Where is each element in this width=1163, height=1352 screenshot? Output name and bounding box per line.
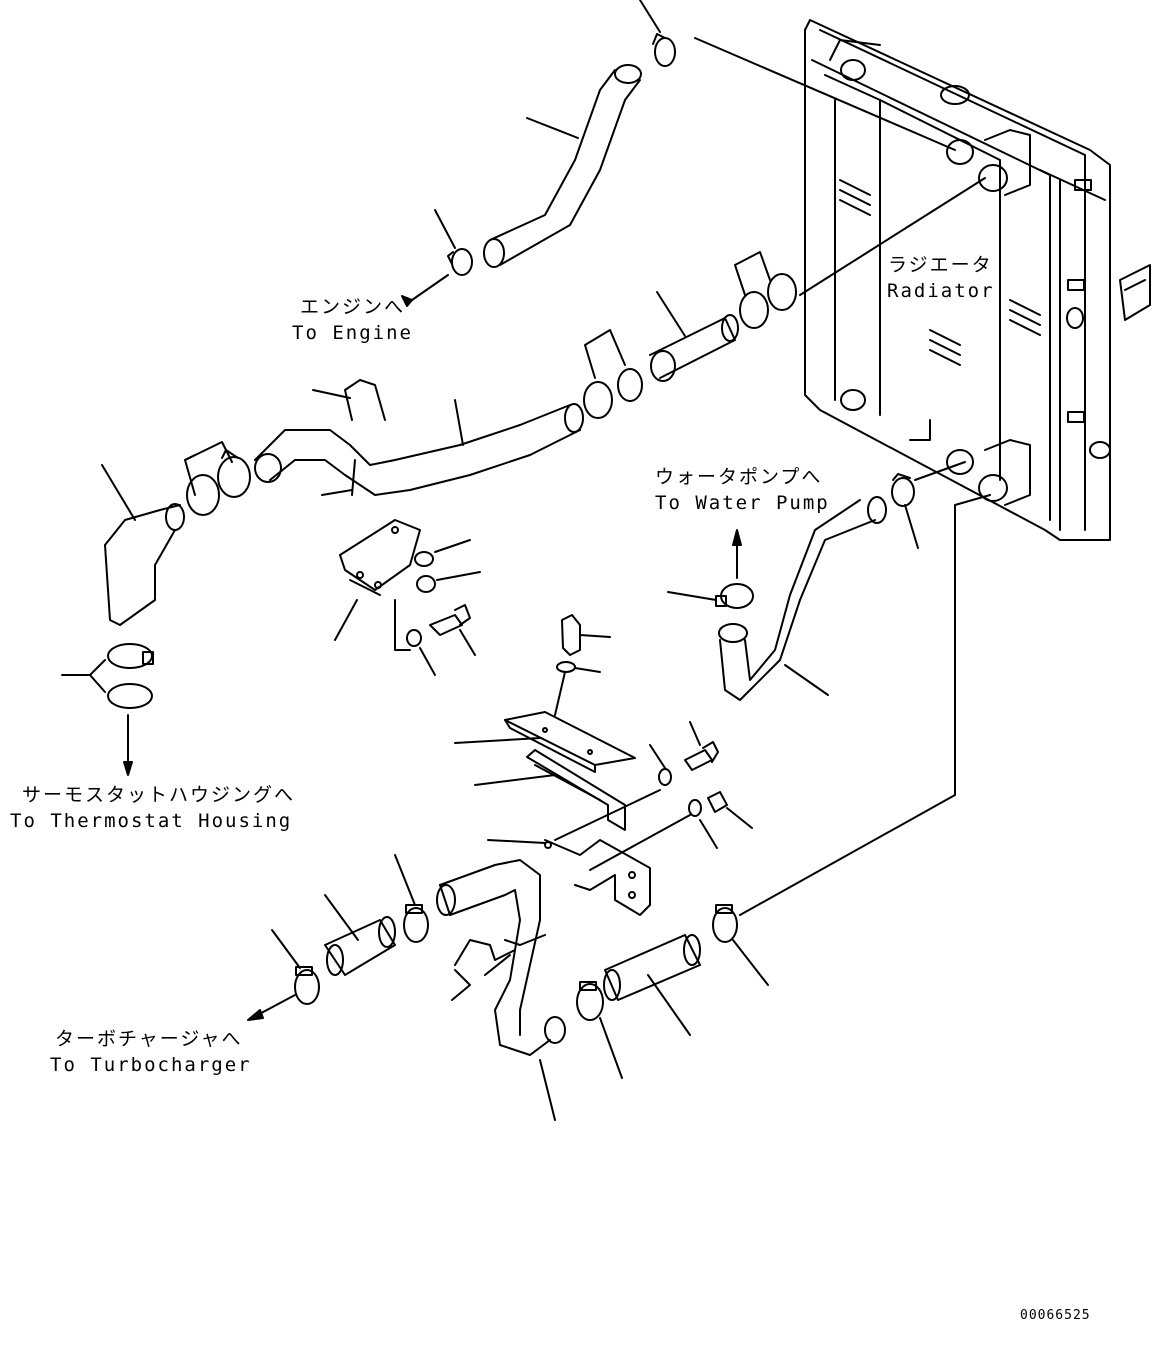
clamps-thermostat xyxy=(61,643,154,776)
long-pipe xyxy=(254,379,584,496)
turbo-label-jp: ターボチャージャへ xyxy=(55,1028,243,1050)
thermostat-label-en: To Thermostat Housing xyxy=(10,810,293,832)
radiator-hose-middle xyxy=(583,177,986,419)
turbo-label-en: To Turbocharger xyxy=(50,1054,252,1076)
radiator-label-en: Radiator xyxy=(887,280,997,302)
engine-label-en: To Engine xyxy=(292,322,413,344)
water-pump-label-jp: ウォータポンプへ xyxy=(655,466,825,488)
upper-engine-hose xyxy=(483,64,642,268)
clamp-top xyxy=(639,0,956,151)
water-pump-hose xyxy=(667,461,966,701)
turbo-pipe xyxy=(436,859,566,1121)
pipe-bracket-left xyxy=(334,519,481,676)
clamps-middle-left xyxy=(184,441,251,516)
pipe-bracket-lower xyxy=(487,839,651,916)
mounting-plate xyxy=(454,614,753,871)
radiator-label-jp: ラジエータ xyxy=(888,254,998,276)
reference-number: 00066525 xyxy=(1020,1308,1091,1323)
clamps-turbo-right xyxy=(576,494,991,1079)
thermostat-label-jp: サーモスタットハウジングへ xyxy=(22,784,296,806)
clamp-engine xyxy=(401,209,473,307)
thermostat-hose xyxy=(101,464,185,626)
engine-label-jp: エンジンへ xyxy=(300,296,406,318)
clamps-turbo xyxy=(247,854,429,1021)
water-pump-label-en: To Water Pump xyxy=(655,492,830,514)
radiator xyxy=(804,19,1151,541)
